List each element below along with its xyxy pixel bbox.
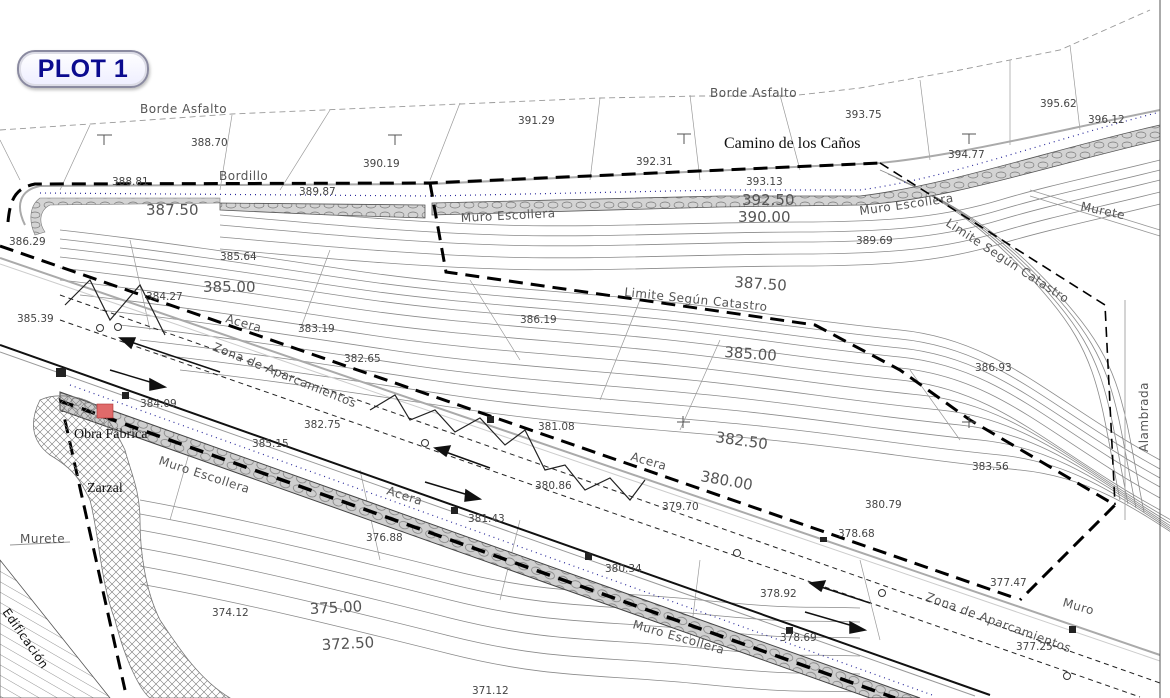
elevation: 374.12 [212,607,249,619]
elevation: 394.77 [948,149,985,161]
elevation: 377.25 [1016,641,1053,653]
elevation: 382.65 [344,353,381,365]
contour-label: 390.00 [738,208,791,226]
elevation: 385.39 [17,313,54,325]
contour-label: 375.00 [309,597,362,618]
bordillo-line [19,109,1161,226]
road-lines [0,257,1161,698]
elevation: 391.29 [518,115,555,127]
label-murete: Murete [20,532,65,546]
elevation: 378.69 [780,632,817,644]
label-zona-aparcamientos: Zona de Aparcamientos [211,340,359,411]
elevation: 385.15 [252,438,289,450]
muro-escollera-lower-band [59,391,921,698]
elevation: 393.13 [746,176,783,188]
plot-boundary [0,161,1118,691]
murete-left-line [9,541,71,546]
elevation: 379.70 [662,501,699,513]
elevation: 386.29 [9,236,46,248]
muro-escollera-band [219,202,426,219]
dotted-line [39,111,1161,197]
dotted-line-lower [69,384,936,697]
zarzal-area [33,395,231,698]
contour-label: 385.00 [724,343,778,365]
boundary-on-muro [59,399,896,698]
label-muro-escollera: Muro Escollera [460,206,556,225]
borde-asfalto-line [0,9,1151,131]
label-murete: Murete [1079,199,1126,222]
elevation: 378.92 [760,588,797,600]
label-borde-asfalto: Borde Asfalto [710,86,797,100]
label-limite-catastro: Limite Según Catastro [943,216,1071,306]
elevation: 385.64 [220,251,257,263]
elevation: 388.81 [112,176,149,188]
contour-label: 382.50 [714,428,768,453]
elevation: 381.43 [468,513,505,525]
elevation: 380.79 [865,499,902,511]
elevation: 393.75 [845,109,882,121]
elevation: 378.68 [838,528,875,540]
elevation: 389.69 [856,235,893,247]
elevation: 384.09 [140,398,177,410]
murete-line [1029,189,1161,237]
elevation: 384.27 [146,291,183,303]
elevation: 380.34 [605,563,642,575]
elevation: 371.12 [472,685,509,697]
elevation: 377.47 [990,577,1027,589]
label-camino-de-los-canos: Camino de los Caños [724,135,860,152]
plot-badge: PLOT 1 [17,50,149,88]
label-alambrada: Alambrada [1137,382,1151,452]
muro-curve [30,197,221,236]
plot-badge-label: PLOT 1 [37,54,129,83]
elevation: 381.08 [538,421,575,433]
elevation: 392.31 [636,156,673,168]
elevation: 396.12 [1088,114,1125,126]
elevation: 382.75 [304,419,341,431]
elevation: 383.19 [298,323,335,335]
contour-label: 387.50 [146,201,199,219]
elevation: 395.62 [1040,98,1077,110]
elevation: 388.70 [191,137,228,149]
elevation: 390.19 [363,158,400,170]
label-borde-asfalto: Borde Asfalto [140,102,227,116]
elevation: 380.86 [535,480,572,492]
edificacion-area [0,559,111,698]
elevation: 383.56 [972,461,1009,473]
contour-label: 387.50 [734,273,788,295]
label-acera: Acera [224,311,263,335]
elevation: 389.87 [299,186,336,198]
elevation: 386.19 [520,314,557,326]
contour-label: 372.50 [321,633,374,654]
contour-label: 385.00 [203,278,256,296]
direction-arrows [109,337,871,634]
elevation: 376.88 [366,532,403,544]
label-muro: Muro [1061,595,1096,617]
elevation: 386.93 [975,362,1012,374]
survey-marks [97,133,976,428]
utility-symbols [56,323,1076,680]
contour-label: 392.50 [742,191,795,209]
label-bordillo: Bordillo [219,169,268,183]
label-zarzal: Zarzal [87,481,123,496]
obra-fabrica-marker [96,403,114,419]
label-obra-fabrica: Obra Fábrica [74,427,148,442]
